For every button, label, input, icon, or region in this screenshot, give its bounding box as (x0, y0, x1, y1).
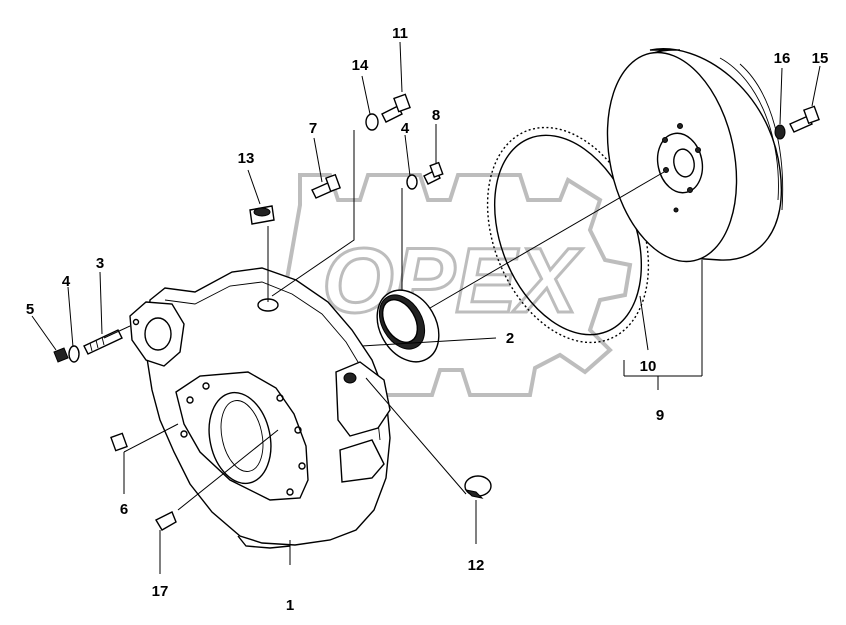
assembly-line-3 (103, 325, 131, 339)
flywheel-rim-groove (739, 63, 784, 211)
leader-13 (247, 169, 261, 205)
leader-4b (404, 134, 411, 177)
bolt-11-shank (381, 105, 403, 123)
callout-11: 11 (392, 25, 408, 42)
side-boss-port (343, 372, 357, 384)
callout-16: 16 (774, 50, 791, 67)
housing-ear-hole (144, 317, 172, 351)
hub-bolt-hole (662, 137, 668, 143)
callout-3: 3 (96, 255, 104, 272)
leader-16 (779, 67, 783, 125)
leader-2 (361, 337, 497, 347)
leader-15 (811, 65, 821, 107)
callout-4-top: 4 (401, 120, 410, 137)
flange-bolt-hole (186, 396, 194, 404)
callout-14: 14 (352, 57, 369, 74)
leader-14 (361, 75, 371, 115)
flywheel (606, 48, 784, 263)
callout-15: 15 (812, 50, 829, 67)
plug-17 (155, 511, 177, 531)
callout-13: 13 (238, 150, 255, 167)
callout-12: 12 (468, 557, 485, 574)
leader-10 (639, 295, 649, 351)
assembly-line-seal (429, 171, 665, 309)
hardware (53, 93, 820, 531)
flywheel-housing (129, 267, 391, 549)
hub-bolt-hole (687, 187, 693, 193)
bolt-15-shank (789, 115, 813, 133)
flange-bolt-hole (276, 394, 284, 402)
callout-7: 7 (309, 120, 317, 137)
callout-8: 8 (432, 107, 440, 124)
leader-5 (31, 315, 57, 351)
stud-3-threads (89, 336, 105, 352)
leader-7 (313, 137, 323, 183)
washer-14 (365, 113, 379, 131)
assembly-line-14 (271, 130, 355, 297)
plug-13-socket (253, 207, 271, 217)
washer-16 (774, 124, 786, 140)
callout-10: 10 (640, 358, 657, 375)
flange-bolt-hole (286, 488, 294, 496)
callouts: 1 2 3 4 4 5 6 7 8 9 10 11 12 13 14 15 16… (26, 25, 829, 614)
bolt-15-head (803, 105, 820, 125)
bolt-11-head (393, 93, 411, 113)
dowel-pin-6 (110, 432, 128, 452)
seal-inner (381, 299, 419, 343)
washer-4-top (406, 174, 418, 190)
callout-17: 17 (152, 583, 169, 600)
housing-lower-pad (339, 439, 385, 483)
leader-3 (99, 271, 103, 335)
callout-6: 6 (120, 501, 128, 518)
flange-bolt-hole (202, 382, 210, 390)
flange-bolt-hole (294, 426, 302, 434)
flange-bolt-hole (298, 462, 306, 470)
nut-5 (53, 347, 69, 363)
callout-4-left: 4 (62, 273, 71, 290)
assembly-line-12 (365, 377, 467, 495)
leader-lines (31, 41, 821, 574)
leader-4a (67, 286, 74, 348)
flange-bolt-hole (180, 430, 188, 438)
housing-bore-inner (220, 400, 264, 472)
callout-5: 5 (26, 301, 34, 318)
bolt-7-head (325, 173, 341, 193)
leader-6-tail (123, 423, 179, 453)
watermark-text: OPEX (322, 230, 582, 332)
plug-12-thread (464, 489, 484, 499)
hub-bolt-hole (695, 147, 701, 153)
callout-1: 1 (286, 597, 294, 614)
flywheel-rim-groove (719, 57, 779, 201)
housing-base (237, 535, 291, 549)
leader-11 (399, 41, 403, 93)
hub-bolt-hole (677, 123, 683, 129)
washer-4-left (68, 345, 80, 363)
callout-2: 2 (506, 330, 514, 347)
housing-mounting-flange (175, 371, 309, 501)
ear-bolt-hole (132, 318, 140, 326)
housing-outline (145, 267, 391, 546)
watermark-logo: OPEX (255, 173, 633, 398)
callout-9: 9 (656, 407, 664, 424)
bolt-8-head (429, 161, 444, 178)
flywheel-center-bore (673, 148, 695, 178)
hub-bolt-hole (663, 167, 669, 173)
face-bolt-hole (673, 207, 679, 213)
assembly-line-17 (177, 429, 279, 511)
